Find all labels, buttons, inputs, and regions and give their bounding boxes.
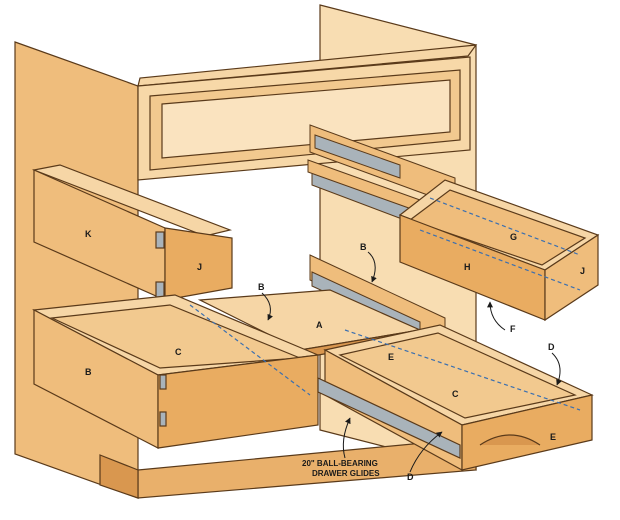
arrow-glide-callout	[342, 417, 351, 459]
drawer-right	[317, 324, 594, 472]
drawer-left	[31, 294, 321, 449]
drawer-right-front-e	[461, 394, 593, 471]
label-h: H	[464, 262, 471, 272]
cabinet-top-rail	[137, 44, 478, 87]
label-j-right: J	[580, 266, 585, 276]
drawer-left-hinge-bottom	[159, 411, 167, 427]
ball-bearing-glide	[317, 377, 461, 459]
label-c-right: C	[452, 389, 459, 399]
label-g: G	[510, 232, 517, 242]
leader-arrows	[261, 251, 562, 473]
drawer-right-handle-cutout	[479, 434, 541, 446]
bin-left-side-j	[164, 227, 233, 301]
label-b-top: B	[360, 242, 367, 252]
part-labels: K J G H J F B B B A C C E E D D 20" BALL…	[85, 229, 585, 482]
drawer-right-interior	[338, 332, 577, 419]
bin-left-top	[31, 164, 233, 237]
tilt-out-tray-right	[398, 179, 600, 322]
glide-callout-line1: 20" BALL-BEARING	[302, 459, 378, 468]
label-e-front: E	[550, 432, 556, 442]
label-b-side: B	[85, 367, 92, 377]
upper-glide-bracket	[307, 124, 456, 223]
tilt-out-bin-left	[31, 164, 233, 301]
cabinet-toe-kick	[99, 454, 139, 499]
label-d-top: D	[548, 342, 555, 352]
tray-side-j	[544, 233, 599, 322]
arrow-d-bottom	[409, 431, 443, 473]
cabinet-face-frame-inner	[161, 79, 451, 159]
tray-inner-floor	[408, 189, 587, 266]
drawer-right-glide-dash	[344, 329, 581, 411]
label-d-bottom: D	[407, 472, 414, 482]
glide-callout-line2: DRAWER GLIDES	[312, 469, 380, 478]
bin-left-hinge-top	[155, 231, 165, 249]
drawer-left-hinge-top	[159, 374, 167, 390]
label-c-left: C	[175, 347, 182, 357]
arrow-b-mid	[261, 292, 274, 321]
label-k: K	[85, 229, 92, 239]
tray-glide-dash-top	[429, 197, 581, 256]
arrow-d-top	[551, 352, 562, 386]
label-f: F	[510, 324, 516, 334]
label-j-left: J	[197, 262, 202, 272]
label-a: A	[316, 320, 323, 330]
label-b-mid: B	[258, 282, 265, 292]
tray-glide-dash-bottom	[419, 229, 581, 291]
bin-left-hinge-bottom	[155, 281, 165, 299]
drawer-left-glide-dash	[189, 304, 311, 396]
arrow-f	[487, 301, 506, 331]
label-e-top: E	[388, 352, 394, 362]
arrow-b-top	[367, 251, 377, 283]
